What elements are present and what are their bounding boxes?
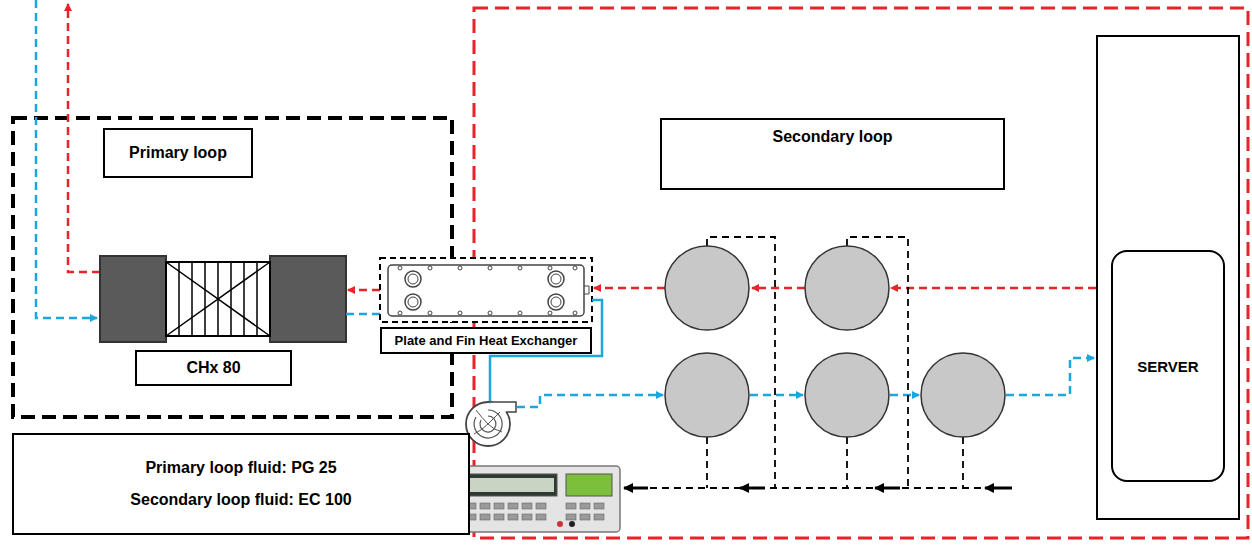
label-text: Secondary loop fluid: EC 100 <box>130 491 351 509</box>
plate-heat-exchanger <box>380 258 592 322</box>
label-text: Primary loop <box>129 144 227 162</box>
label-text: SERVER <box>1137 358 1198 375</box>
return-line <box>752 287 805 290</box>
label-text: Primary loop fluid: PG 25 <box>145 459 336 477</box>
supply-line <box>346 313 380 316</box>
return-line <box>891 287 1096 290</box>
label-text: CHx 80 <box>186 359 240 377</box>
multimeter <box>458 466 620 532</box>
loop-label-box: Secondary loop <box>660 118 1005 190</box>
supply-line <box>750 394 803 397</box>
label-text: Secondary loop <box>772 128 892 146</box>
sensor-wire <box>622 237 1005 488</box>
server-box: SERVER <box>1096 35 1240 520</box>
signal-arrow <box>624 487 1012 490</box>
pump-symbol <box>466 402 516 446</box>
chx-heat-exchanger <box>100 256 346 342</box>
coolant-return-line <box>68 4 100 272</box>
component-label-box: Plate and Fin Heat Exchanger <box>380 327 592 354</box>
return-line <box>594 287 665 290</box>
sensor-circle <box>665 246 1005 437</box>
supply-line <box>890 394 919 397</box>
label-text: Plate and Fin Heat Exchanger <box>395 333 578 348</box>
loop-label-box: Primary loop <box>103 128 253 178</box>
supply-line <box>517 395 663 407</box>
fluid-note-box: Primary loop fluid: PG 25 Secondary loop … <box>12 433 470 535</box>
server-module: SERVER <box>1111 250 1225 482</box>
server-inlet-line <box>1006 358 1094 395</box>
component-label-box: CHx 80 <box>135 350 292 386</box>
return-line <box>348 289 380 292</box>
pump-inlet-line <box>490 300 602 418</box>
coolant-supply-line <box>36 0 97 318</box>
